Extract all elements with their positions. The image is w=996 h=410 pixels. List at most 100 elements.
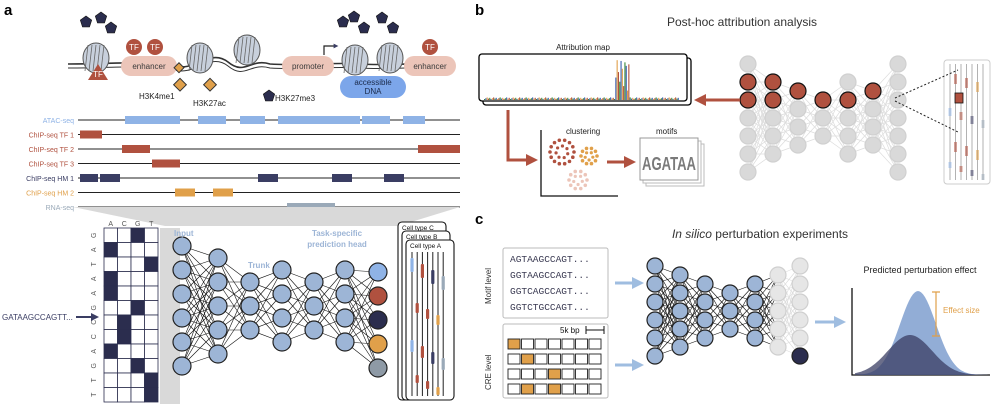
attribution-bar	[576, 98, 578, 100]
network-node	[839, 73, 857, 91]
onehot-col-label: T	[149, 221, 154, 228]
attribution-bar	[602, 98, 604, 100]
cre-cell	[548, 368, 561, 380]
attribution-bar	[586, 97, 588, 100]
attribution-bar	[510, 99, 512, 100]
network-node	[368, 286, 388, 306]
protein-complex	[357, 21, 371, 34]
onehot-cell	[144, 242, 159, 258]
panel-a-label: a	[4, 2, 13, 19]
onehot-cell	[144, 227, 159, 243]
cluster-point	[578, 186, 583, 191]
network-node	[721, 284, 739, 302]
cre-cell	[588, 368, 602, 380]
network-node	[172, 236, 192, 256]
attribution-bar	[511, 98, 513, 100]
network-node	[368, 334, 388, 354]
attribution-bar	[612, 97, 614, 100]
tf-blobs	[88, 39, 438, 80]
network-node	[304, 272, 324, 292]
onehot-cell	[103, 329, 118, 345]
network-node	[739, 73, 757, 91]
network-node	[208, 272, 228, 292]
attribution-bar	[597, 97, 599, 100]
track-peak	[384, 174, 404, 182]
network-node	[671, 338, 689, 356]
network-node	[240, 320, 260, 340]
network-node	[764, 145, 782, 163]
onehot-cell	[117, 372, 132, 388]
attribution-bar	[502, 97, 504, 100]
network-node	[769, 266, 787, 284]
attribution-bar	[545, 97, 547, 100]
attribution-bar	[515, 97, 517, 100]
network-node	[368, 358, 388, 378]
network-edge	[181, 257, 219, 343]
attribution-bar	[521, 97, 523, 100]
attribution-bar	[542, 99, 544, 100]
network-node	[208, 248, 228, 268]
track-label: ATAC-seq	[43, 118, 74, 125]
cre-cell	[507, 368, 521, 380]
attribution-bar	[640, 99, 642, 100]
input-peak	[981, 174, 985, 180]
attribution-bar	[638, 97, 640, 100]
attribution-bar	[629, 97, 631, 100]
network-node	[335, 308, 355, 328]
attribution-bar	[641, 98, 643, 100]
attribution-bar	[533, 98, 535, 100]
network-node	[671, 302, 689, 320]
attribution-bar	[512, 97, 514, 100]
cluster-point	[583, 155, 587, 159]
nucleosome-wrap	[100, 44, 105, 72]
cluster-point	[572, 150, 576, 154]
cluster-point	[587, 158, 591, 162]
cluster-point	[554, 151, 558, 155]
network-node	[368, 310, 388, 330]
network-node	[739, 145, 757, 163]
attribution-bar	[568, 99, 570, 100]
cluster-point	[591, 155, 595, 159]
attribution-bar	[588, 99, 590, 100]
onehot-row-label: A	[91, 349, 98, 354]
cluster-point	[579, 154, 583, 158]
cre-cell	[548, 338, 561, 350]
attribution-bar	[580, 97, 582, 100]
protein-complex	[375, 11, 389, 24]
track-peak	[80, 174, 98, 182]
cluster-point	[557, 161, 562, 166]
cluster-point	[589, 151, 593, 155]
onehot-row-label: A	[91, 291, 98, 296]
perturbed-sequences: AGTAAGCCAGT...GGTAAGCCAGT...GGTCAGCCAGT.…	[510, 254, 590, 313]
cell-type-label: Cell type A	[410, 243, 442, 250]
attribution-bar	[571, 97, 573, 100]
enhancer-label-1: enhancer	[132, 62, 166, 71]
attribution-bar	[611, 98, 613, 100]
tf-label-3: TF	[425, 43, 435, 52]
attribution-bar	[603, 97, 605, 100]
cluster-point	[589, 161, 594, 166]
protein-complex	[386, 21, 400, 34]
cluster-point	[560, 144, 565, 148]
attribution-bar	[662, 97, 664, 100]
onehot-cell	[103, 387, 118, 403]
cluster-point	[583, 183, 588, 188]
track-peak	[125, 116, 180, 124]
panel-b-label: b	[475, 2, 484, 19]
attribution-bar	[508, 97, 510, 100]
zoom-shade	[73, 207, 460, 226]
track-label: ChIP-seq TF 3	[29, 162, 74, 169]
cre-grid	[507, 338, 602, 395]
motif-card-1	[639, 137, 699, 181]
onehot-cell	[144, 256, 159, 272]
attribution-bar	[599, 97, 601, 100]
attribution-bar	[590, 97, 592, 100]
onehot-cell	[117, 343, 132, 359]
attribution-bar	[594, 99, 596, 100]
attribution-bar	[573, 97, 575, 100]
attribution-bar	[669, 98, 671, 100]
attribution-bar	[500, 98, 502, 100]
input-peak	[954, 74, 957, 84]
cluster-point	[567, 140, 572, 145]
